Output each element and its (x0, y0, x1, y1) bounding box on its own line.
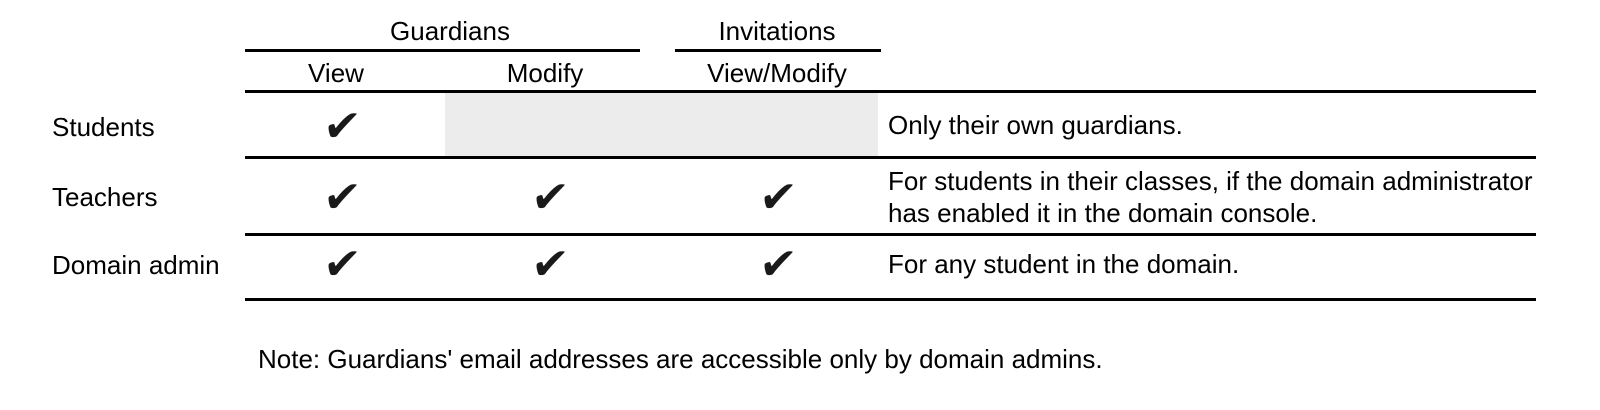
footnote: Note: Guardians' email addresses are acc… (258, 344, 1103, 374)
row-note-domain-admin: For any student in the domain. (888, 249, 1240, 279)
checkmark-icon: ✔ (756, 172, 800, 222)
checkmark-icon: ✔ (320, 172, 364, 222)
row-note-students: Only their own guardians. (888, 110, 1183, 140)
column-header-view-modify: View/Modify (707, 58, 847, 88)
row-divider (245, 233, 1536, 236)
column-group-guardians: Guardians (390, 16, 510, 46)
students-disabled-cells (445, 93, 878, 156)
row-note-teachers: For students in their classes, if the do… (888, 166, 1533, 228)
column-header-modify: Modify (506, 58, 584, 88)
invitations-group-underline (675, 49, 881, 52)
checkmark-icon: ✔ (320, 101, 364, 151)
table-bottom-rule (245, 298, 1536, 301)
column-header-view: View (308, 58, 364, 88)
row-label-teachers: Teachers (52, 182, 158, 212)
checkmark-icon: ✔ (528, 172, 572, 222)
row-divider (245, 156, 1536, 159)
table-header-rule (245, 90, 1536, 93)
checkmark-icon: ✔ (528, 239, 572, 289)
checkmark-icon: ✔ (320, 239, 364, 289)
row-label-domain-admin: Domain admin (52, 250, 220, 280)
column-group-invitations: Invitations (718, 16, 836, 46)
checkmark-icon: ✔ (756, 239, 800, 289)
row-label-students: Students (52, 112, 155, 142)
guardians-group-underline (245, 49, 640, 52)
